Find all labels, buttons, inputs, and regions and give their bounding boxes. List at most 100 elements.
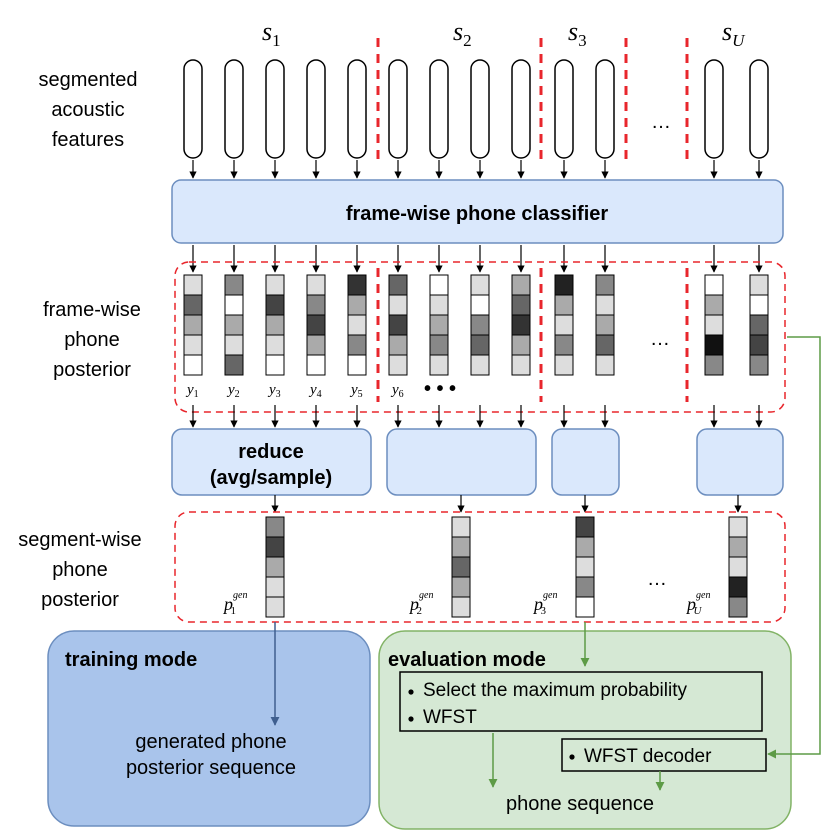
segment-posterior-container (174, 511, 786, 623)
classifier-label: frame-wise phone classifier (346, 203, 609, 225)
svg-text:features: features (52, 129, 124, 151)
reduce-box-2 (386, 428, 537, 496)
acoustic-feature-pill (511, 59, 531, 159)
segment-posterior-cell (265, 596, 285, 618)
segment-posterior-cell (575, 516, 595, 538)
posterior-cell (388, 334, 408, 356)
posterior-cell (388, 294, 408, 316)
posterior-cell (429, 314, 449, 336)
posterior-cell (749, 354, 769, 376)
posterior-cell (595, 294, 615, 316)
arrows-to-posterior (189, 245, 763, 273)
arrows-to-classifier (189, 160, 763, 179)
acoustic-feature-columns (183, 59, 769, 159)
posterior-cell (306, 354, 326, 376)
posterior-cell (749, 294, 769, 316)
posterior-cell (265, 294, 285, 316)
posterior-cell (183, 354, 203, 376)
acoustic-feature-pill (183, 59, 203, 159)
posterior-cell (265, 314, 285, 336)
posterior-to-decoder-arrow (767, 336, 821, 759)
posterior-cell (265, 274, 285, 296)
posterior-cell (511, 294, 531, 316)
segment-label-u: sU (722, 17, 746, 50)
posterior-cell (704, 314, 724, 336)
frame-label-y5: y5 (349, 382, 363, 400)
acoustic-feature-pill (224, 59, 244, 159)
ellipsis-segment: … (647, 568, 667, 590)
posterior-cell (470, 334, 490, 356)
phone-sequence-label: phone sequence (506, 793, 654, 815)
posterior-cell (749, 334, 769, 356)
segment-posterior-cell (728, 576, 748, 598)
reduce-sublabel: (avg/sample) (210, 467, 332, 489)
acoustic-feature-pill (595, 59, 615, 159)
posterior-cell (470, 294, 490, 316)
segment-posterior-bars (265, 516, 748, 618)
evaluation-mode-title: evaluation mode (388, 649, 546, 671)
option-max-probability: Select the maximum probability (423, 680, 687, 701)
ellipsis-posterior: … (650, 328, 670, 350)
frame-posterior-bars (183, 274, 769, 376)
posterior-cell (429, 354, 449, 376)
frame-label-y1: y1 (185, 382, 199, 400)
reduce-label: reduce (238, 441, 304, 463)
posterior-cell (224, 274, 244, 296)
posterior-cell (704, 294, 724, 316)
segment-label-3: s3 (568, 17, 587, 50)
posterior-cell (704, 354, 724, 376)
wfst-decoder-box (561, 738, 767, 772)
frame-wise-phone-classifier-box (171, 179, 784, 244)
posterior-cell (704, 334, 724, 356)
posterior-cell (388, 274, 408, 296)
training-mode-box (47, 630, 371, 827)
wfst-decoder-label: WFST decoder (584, 746, 712, 767)
posterior-cell (554, 274, 574, 296)
svg-text:posterior: posterior (53, 359, 131, 381)
training-mode-title: training mode (65, 649, 197, 671)
bullet-icon (408, 689, 414, 695)
training-output-line-1: generated phone (135, 731, 286, 753)
frame-label-y2: y2 (226, 382, 240, 400)
posterior-cell (749, 314, 769, 336)
segment-posterior-cell (451, 536, 471, 558)
reduce-box-1 (171, 428, 372, 496)
label-frame-wise-posterior: frame-wise phone posterior (43, 299, 141, 381)
posterior-cell (511, 334, 531, 356)
svg-text:posterior: posterior (41, 589, 119, 611)
posterior-cell (470, 274, 490, 296)
posterior-cell (183, 334, 203, 356)
acoustic-feature-pill (429, 59, 449, 159)
posterior-cell (511, 354, 531, 376)
posterior-cell (595, 354, 615, 376)
label-acoustic-features: segmented acoustic features (39, 69, 138, 151)
posterior-cell (347, 294, 367, 316)
posterior-cell (347, 354, 367, 376)
posterior-cell (347, 334, 367, 356)
ellipsis-top: … (651, 111, 671, 133)
svg-text:phone: phone (52, 559, 108, 581)
acoustic-feature-pill (347, 59, 367, 159)
acoustic-feature-pill (554, 59, 574, 159)
posterior-cell (183, 274, 203, 296)
posterior-cell (749, 274, 769, 296)
evaluation-options-box (399, 671, 763, 732)
segment-posterior-cell (575, 576, 595, 598)
svg-text:segmented: segmented (39, 69, 138, 91)
segment-separators-top (376, 38, 689, 165)
frame-label-y3: y3 (267, 382, 281, 400)
segment-posterior-cell (728, 536, 748, 558)
acoustic-feature-pill (306, 59, 326, 159)
posterior-cell (429, 274, 449, 296)
posterior-cell (306, 274, 326, 296)
segment-posterior-cell (575, 536, 595, 558)
posterior-cell (388, 354, 408, 376)
segment-separators-posterior (376, 268, 689, 402)
posterior-cell (470, 314, 490, 336)
segment-posterior-cell (265, 576, 285, 598)
acoustic-feature-pill (470, 59, 490, 159)
posterior-cell (306, 334, 326, 356)
segment-posterior-cell (451, 516, 471, 538)
